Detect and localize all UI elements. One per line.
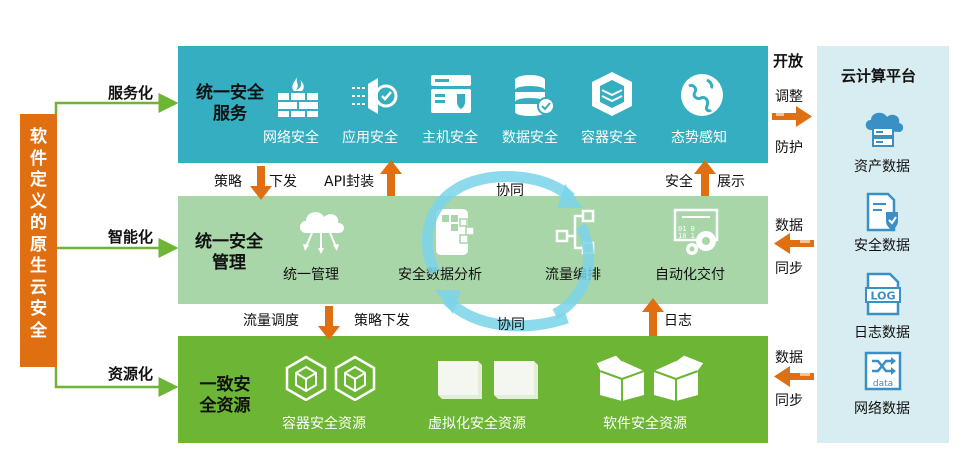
cloud-native-security-label: 软 件 定 义 的 原 生 云 安 全 [30,127,47,341]
item-network-security: 网络安全 [263,130,319,146]
item-application-security: 应用安全 [342,130,398,146]
item-data-security: 数据安全 [502,130,558,146]
flow-label-traffic-tune: 流量调度 [243,313,299,329]
flow-label-safe: 安全 [665,174,693,190]
band-title-management: 统一安全 管理 [187,232,271,274]
host-security-icon [431,75,471,113]
band-title-management-line2: 管理 [212,253,246,273]
band-title-resource: 一致安 全资源 [192,375,258,417]
log-icon-text: LOG [871,290,896,303]
collaboration-label-bottom: 协同 [497,317,525,333]
log-data-icon: LOG [865,272,901,316]
svg-text:01 0: 01 0 [678,225,695,233]
protect-label: 防护 [775,140,803,156]
cloud-native-security-box: 软 件 定 义 的 原 生 云 安 全 [20,114,57,367]
software-resource-icon [596,355,705,401]
asset-data-label: 资产数据 [854,159,910,175]
connector-label-intelligent: 智能化 [108,228,154,246]
network-data-icon: data [864,351,902,391]
log-data-label: 日志数据 [854,325,910,341]
svg-text:10 1: 10 1 [678,232,695,240]
data-sync-label-1-data: 数据 [775,218,803,234]
flow-label-down: 下发 [269,174,297,190]
automated-delivery-icon: 01 0 10 1 [673,208,719,255]
network-data-label: 网络数据 [854,401,910,417]
flow-label-strategy: 策略 [214,174,242,190]
item-container-resource: 容器安全资源 [282,416,366,432]
band-title-service-line2: 服务 [213,104,247,124]
band-title-service-line1: 统一安全 [196,83,264,103]
item-virtualization-resource: 虚拟化安全资源 [428,416,526,432]
connector-label-service: 服务化 [108,84,154,102]
data-analysis-icon [436,209,475,255]
band-title-management-line1: 统一安全 [195,232,263,252]
flow-label-log: 日志 [664,313,692,329]
flow-label-policy-down: 策略下发 [354,313,410,329]
situation-awareness-icon [681,74,723,116]
item-automated-delivery: 自动化交付 [655,267,725,283]
container-resource-icon [285,355,376,401]
data-sync-label-2-sync: 同步 [775,393,803,409]
open-label: 开放 [773,52,804,70]
application-security-icon [352,78,398,114]
virtualization-resource-icon [438,361,538,399]
database-security-icon [515,75,555,116]
item-security-data-analysis: 安全数据分析 [398,267,482,283]
container-security-icon [592,72,632,116]
security-data-icon [866,192,898,232]
band-title-service: 统一安全 服务 [190,83,270,125]
item-situation-awareness: 态势感知 [671,130,727,146]
collaboration-cycle-icon [421,171,595,332]
flow-label-api: API封装 [324,174,375,190]
data-sync-label-1-sync: 同步 [775,261,803,277]
item-host-security: 主机安全 [422,130,478,146]
band-title-resource-line2: 全资源 [199,396,251,416]
item-unified-management: 统一管理 [283,267,339,283]
security-data-label: 安全数据 [854,238,910,254]
firewall-icon [278,76,318,117]
cloud-platform-title: 云计算平台 [841,67,917,85]
net-icon-text: data [873,379,893,389]
unified-security-service-band [178,46,768,163]
collaboration-label-top: 协同 [496,183,524,199]
unified-security-management-band [178,196,768,304]
band-title-resource-line1: 一致安 [199,375,251,395]
item-software-resource: 软件安全资源 [603,416,687,432]
item-container-security: 容器安全 [581,130,637,146]
asset-data-icon [865,112,904,147]
data-sync-label-2-data: 数据 [775,350,803,366]
adjust-label: 调整 [775,89,803,105]
flow-label-show: 展示 [717,174,745,190]
cloud-management-icon [300,212,344,254]
connector-label-resource: 资源化 [108,365,154,383]
